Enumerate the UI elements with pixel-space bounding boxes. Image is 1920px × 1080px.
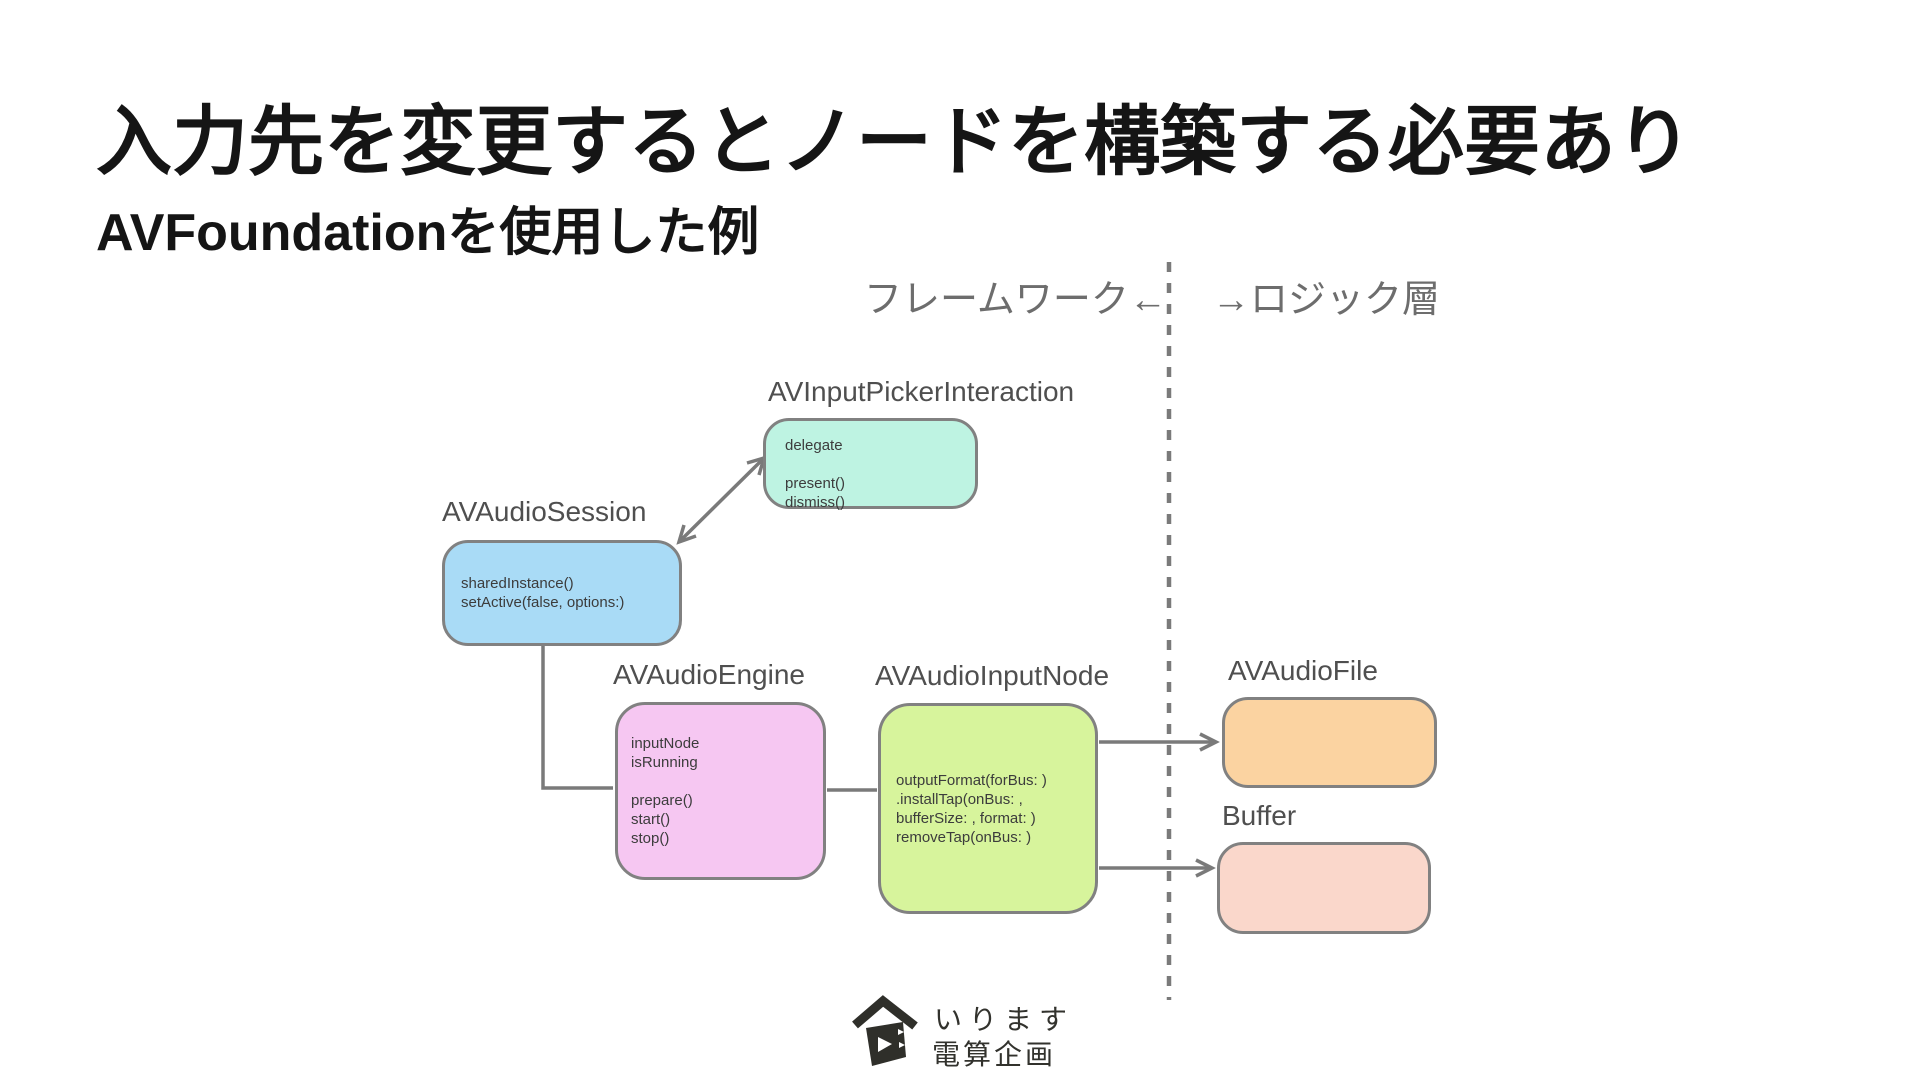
node-avaudioengine: inputNode isRunning prepare() start() st…	[615, 702, 826, 880]
node-body-avaudioinputnode: outputFormat(forBus: ) .installTap(onBus…	[896, 771, 1047, 846]
node-buffer	[1217, 842, 1431, 934]
node-body-avinputpickerinteraction: delegate present() dismiss()	[785, 437, 846, 511]
node-label-buffer: Buffer	[1222, 800, 1297, 831]
logo-box-icon	[852, 995, 918, 1066]
node-label-avaudiosession: AVAudioSession	[442, 496, 647, 527]
node-label-avaudioinputnode: AVAudioInputNode	[875, 660, 1110, 691]
node-avaudiosession: sharedInstance() setActive(false, option…	[442, 540, 682, 646]
connector-session-picker	[676, 455, 767, 545]
logo-text-line2: 電算企画	[932, 1039, 1057, 1070]
connector-session-engine	[541, 646, 613, 790]
arrow-inputnode-file	[1099, 732, 1220, 752]
node-label-avaudiofile: AVAudioFile	[1228, 655, 1378, 686]
node-body-avaudioengine: inputNode isRunning prepare() start() st…	[631, 735, 700, 847]
zone-label-framework: フレームワーク←	[864, 279, 1167, 321]
node-body-avaudiosession: sharedInstance() setActive(false, option…	[461, 575, 625, 611]
page-subtitle: AVFoundationを使用した例	[96, 204, 760, 262]
node-label-avinputpickerinteraction: AVInputPickerInteraction	[768, 376, 1075, 407]
node-avaudioinputnode: outputFormat(forBus: ) .installTap(onBus…	[878, 703, 1098, 914]
arrow-inputnode-buffer	[1099, 858, 1216, 878]
logo-text-line1: いります	[934, 1004, 1075, 1035]
node-avaudiofile	[1222, 697, 1437, 788]
page-title: 入力先を変更するとノードを構築する必要あり	[96, 100, 1692, 185]
node-label-avaudioengine: AVAudioEngine	[613, 659, 805, 690]
node-avinputpickerinteraction: delegate present() dismiss()	[763, 418, 978, 511]
zone-label-logic: →ロジック層	[1212, 279, 1441, 321]
